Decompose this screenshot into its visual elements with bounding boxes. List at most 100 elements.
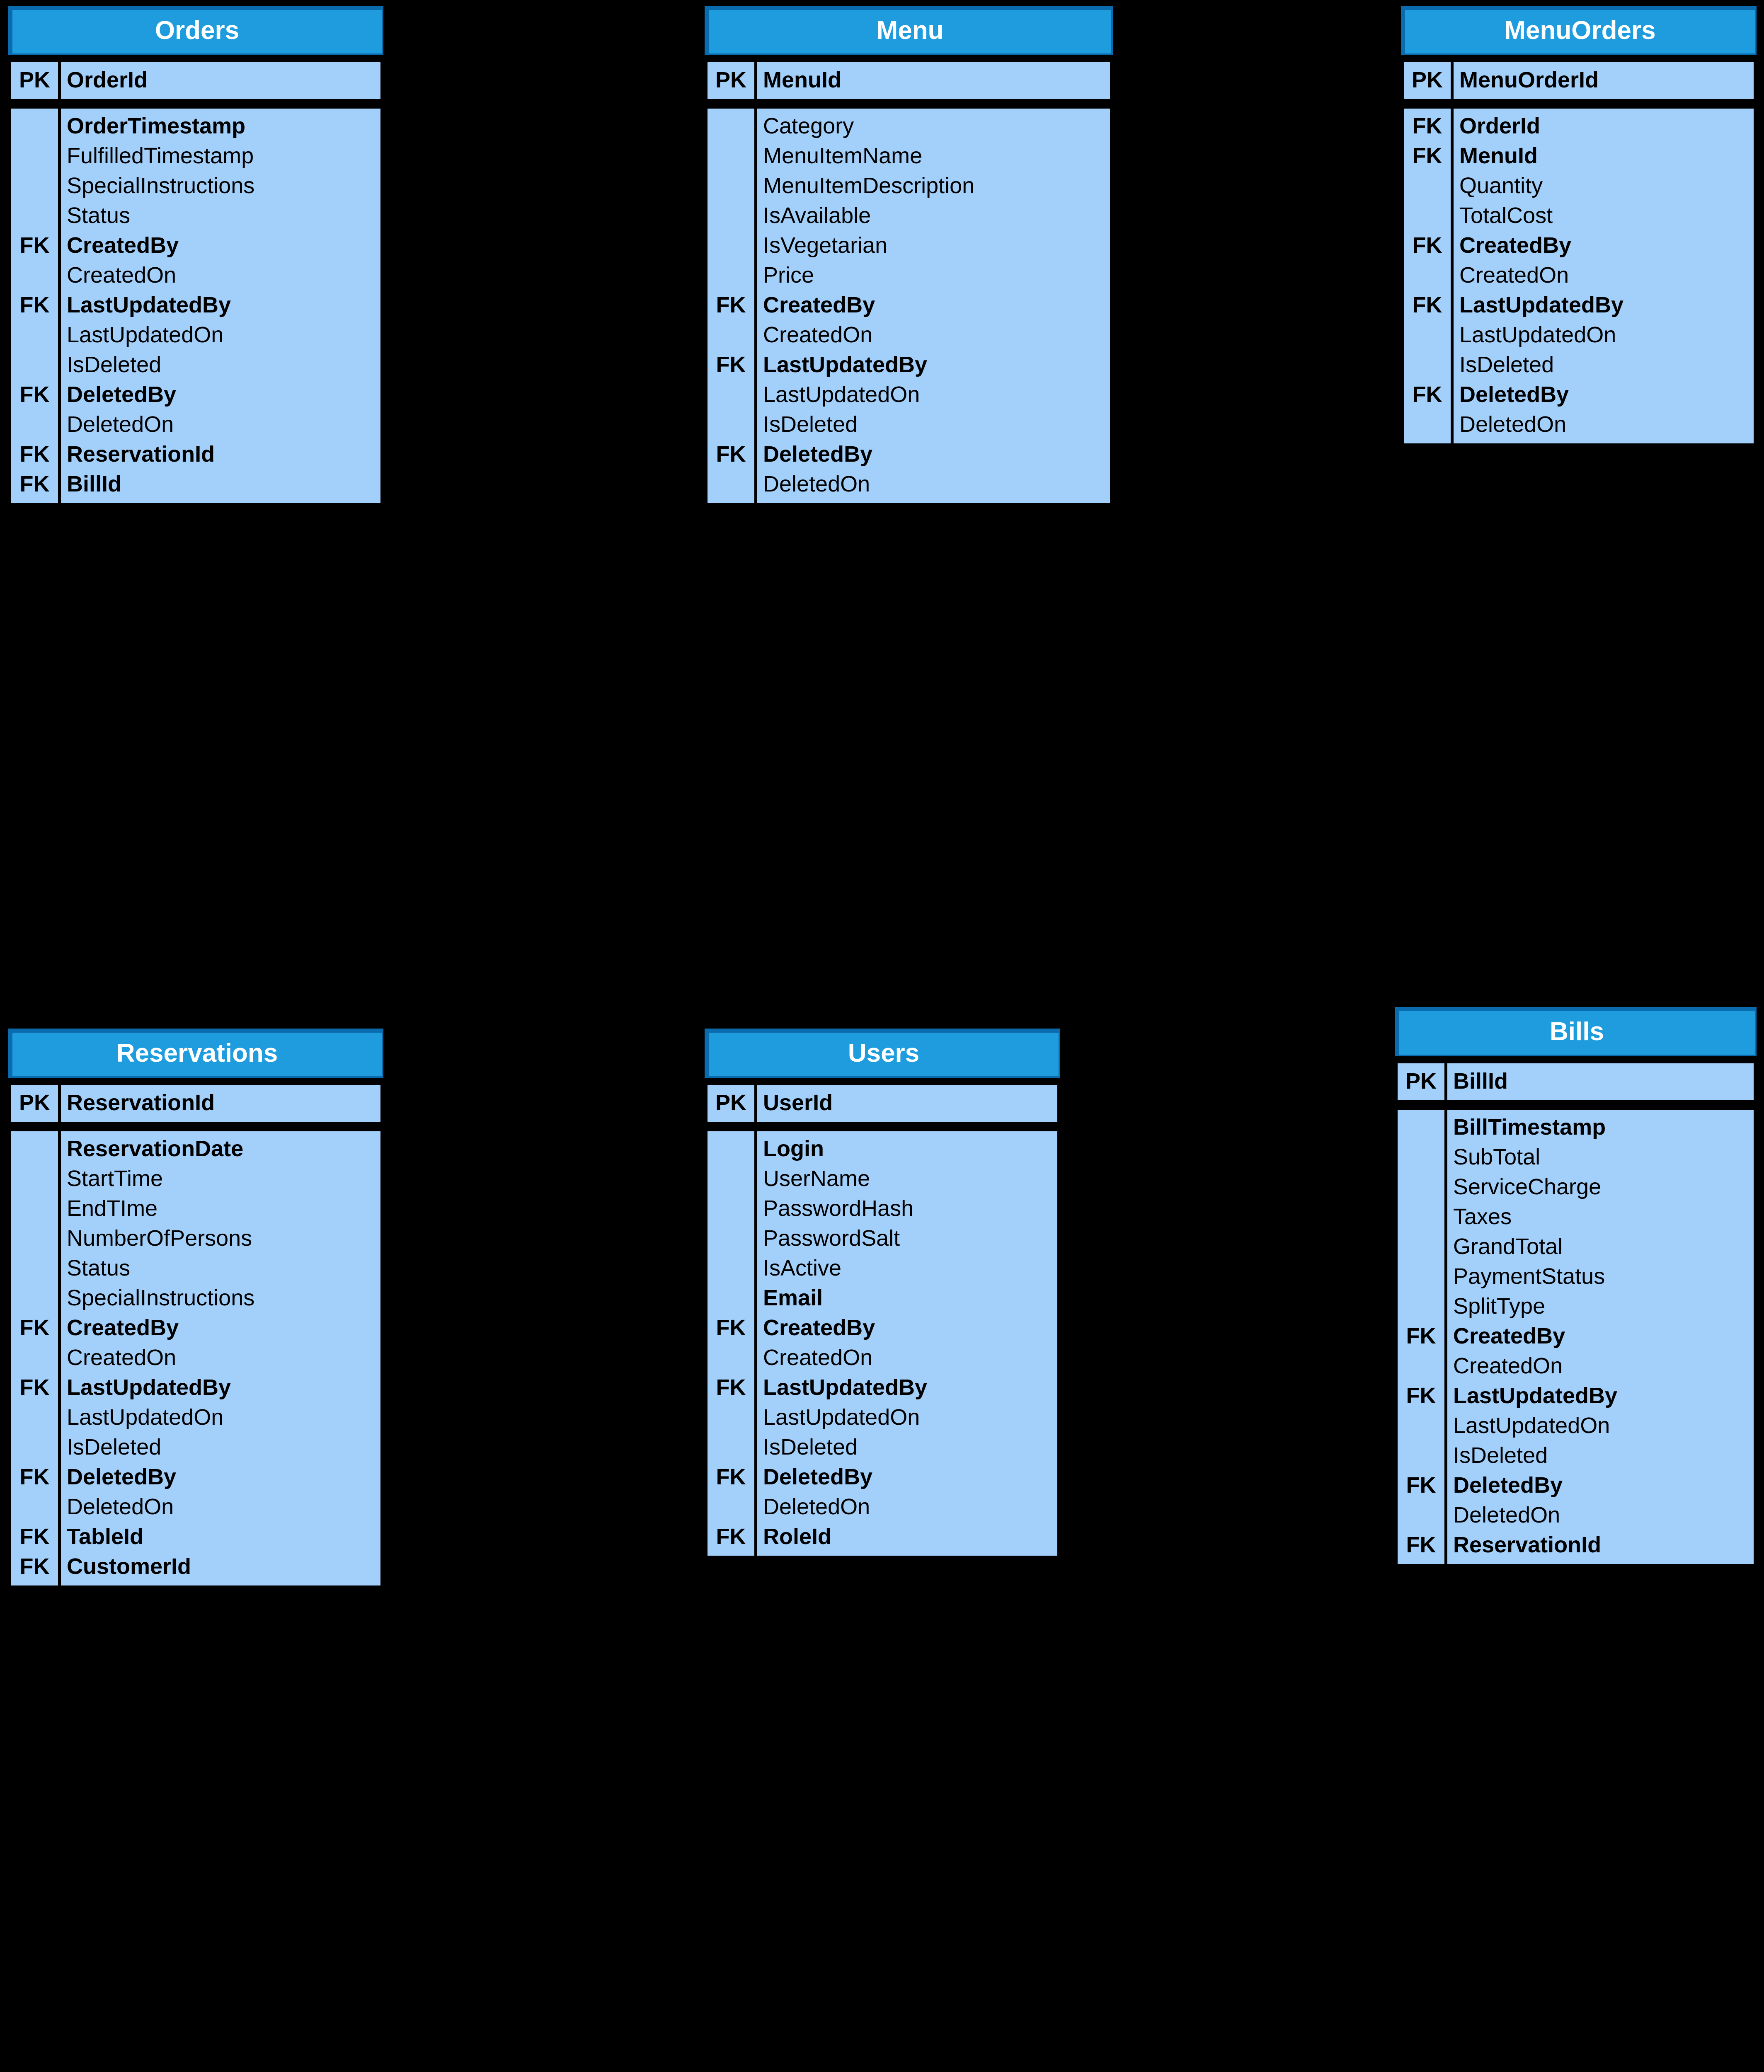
primary-key-badge: PK: [1404, 62, 1454, 99]
foreign-key-badge: FK: [19, 1375, 50, 1400]
attribute-name: OrderTimestamp: [67, 114, 246, 139]
attribute-name: IsDeleted: [67, 1435, 162, 1460]
attribute-name: Quantity: [1459, 173, 1543, 198]
attribute-key-blank: [1400, 1202, 1442, 1232]
attribute-name: DeletedBy: [67, 382, 177, 407]
attribute-key-blank: [14, 320, 56, 350]
attribute-name: EndTIme: [67, 1196, 158, 1221]
foreign-key-badge: FK: [716, 1375, 746, 1400]
foreign-key-badge: FK: [1406, 1473, 1436, 1498]
attribute-name: Category: [763, 114, 854, 139]
primary-key-name: BillId: [1447, 1063, 1754, 1101]
foreign-key-badge: FK: [19, 1554, 50, 1579]
attribute-name: ReservationId: [1453, 1532, 1602, 1558]
attribute-key-blank: [710, 409, 752, 439]
attribute-key-blank: [14, 1253, 56, 1283]
attribute-key-blank: [710, 469, 752, 499]
attribute-name: RoleId: [763, 1524, 832, 1549]
attribute-key-blank: [14, 1343, 56, 1372]
attribute-name: LastUpdatedBy: [763, 352, 928, 378]
attribute-key-blank: [710, 1283, 752, 1313]
attribute-key-blank: [14, 1164, 56, 1193]
foreign-key-badge: FK: [19, 293, 50, 318]
attribute-key-blank: [14, 1432, 56, 1462]
attribute-name: CreatedOn: [67, 263, 177, 288]
attribute-key-blank: [710, 1134, 752, 1164]
attribute-key-blank: [14, 260, 56, 290]
attribute-name: StartTime: [67, 1166, 163, 1191]
attribute-name: DeletedBy: [1459, 382, 1569, 407]
attribute-name: ServiceCharge: [1453, 1174, 1602, 1200]
attribute-name: SpecialInstructions: [67, 1285, 255, 1311]
attribute-name: CreatedBy: [1453, 1324, 1565, 1349]
primary-key-name: ReservationId: [61, 1084, 380, 1122]
attribute-name: DeletedBy: [67, 1464, 177, 1490]
foreign-key-badge: FK: [1406, 1383, 1436, 1409]
attribute-key-blank: [14, 1193, 56, 1223]
foreign-key-badge: FK: [19, 382, 50, 407]
foreign-key-badge: FK: [19, 233, 50, 258]
attribute-name: CreatedOn: [763, 1345, 873, 1370]
attribute-key-blank: [710, 230, 752, 260]
foreign-key-badge: FK: [716, 1524, 746, 1549]
attribute-name: Email: [763, 1285, 823, 1311]
primary-key-name: UserId: [757, 1084, 1057, 1122]
attribute-key-blank: [1400, 1261, 1442, 1291]
foreign-key-badge: FK: [716, 442, 746, 467]
attribute-name: MenuItemName: [763, 143, 923, 169]
attribute-name: MenuItemDescription: [763, 173, 975, 198]
attribute-key-blank: [1400, 1142, 1442, 1172]
attribute-name: IsDeleted: [1453, 1443, 1548, 1468]
attribute-name: Status: [67, 203, 131, 228]
entity-title-menuorders: MenuOrders: [1401, 6, 1757, 55]
attribute-key-blank: [1406, 320, 1448, 350]
attribute-name: DeletedOn: [1453, 1503, 1560, 1528]
attribute-name: PasswordSalt: [763, 1226, 900, 1251]
attribute-name: CreatedOn: [67, 1345, 177, 1370]
attribute-name: BillId: [67, 472, 121, 497]
attribute-key-blank: [14, 1402, 56, 1432]
attribute-key-blank: [14, 201, 56, 230]
attribute-name: BillTimestamp: [1453, 1115, 1606, 1140]
attribute-name: DeletedBy: [763, 1464, 873, 1490]
attribute-name: LastUpdatedOn: [763, 1405, 920, 1430]
attribute-name: ReservationDate: [67, 1136, 244, 1162]
attribute-name: LastUpdatedBy: [67, 293, 231, 318]
attribute-key-blank: [14, 1134, 56, 1164]
attribute-name: DeletedOn: [67, 412, 174, 437]
primary-key-name: MenuOrderId: [1454, 62, 1754, 99]
foreign-key-badge: FK: [19, 442, 50, 467]
attribute-key-blank: [1406, 260, 1448, 290]
attribute-name: Login: [763, 1136, 824, 1162]
attribute-name: PasswordHash: [763, 1196, 914, 1221]
attribute-name: LastUpdatedBy: [1453, 1383, 1618, 1409]
attribute-key-blank: [710, 1223, 752, 1253]
foreign-key-badge: FK: [716, 293, 746, 318]
foreign-key-badge: FK: [19, 1315, 50, 1341]
attribute-key-blank: [1400, 1440, 1442, 1470]
attribute-key-blank: [1400, 1291, 1442, 1321]
attribute-key-blank: [14, 350, 56, 380]
attribute-key-blank: [710, 141, 752, 171]
attribute-name: OrderId: [1459, 114, 1541, 139]
attribute-key-blank: [14, 1492, 56, 1522]
attribute-name: DeletedOn: [763, 472, 870, 497]
entity-title-bills: Bills: [1395, 1007, 1757, 1056]
attribute-key-blank: [14, 111, 56, 141]
